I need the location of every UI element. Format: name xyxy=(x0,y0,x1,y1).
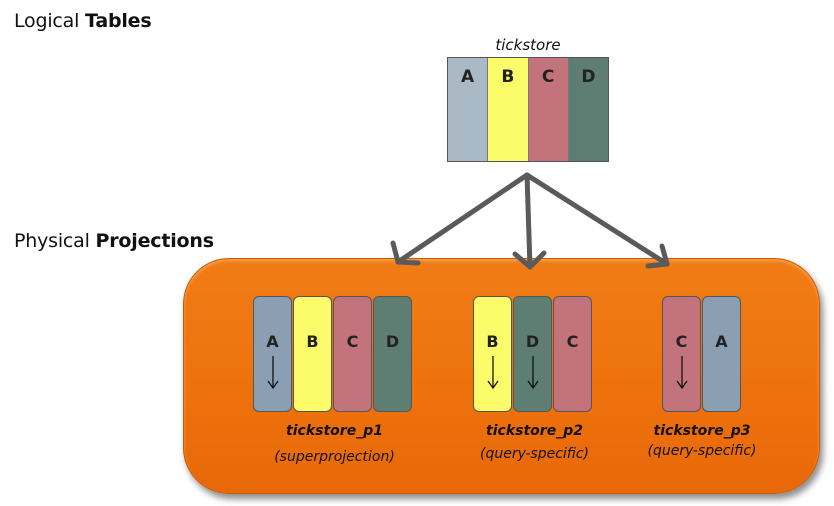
projection-column-a: A xyxy=(702,296,741,412)
projection-name-p2: tickstore_p2 xyxy=(486,423,583,439)
physical-projections-heading: Physical Projections xyxy=(14,230,214,252)
sort-order-arrow-icon xyxy=(266,356,279,390)
projection-column-b: B xyxy=(473,296,512,412)
logical-column-c: C xyxy=(528,58,569,161)
projection-column-label: B xyxy=(306,332,319,351)
projection-column-label: C xyxy=(346,332,359,351)
projection-type-p3: (query-specific) xyxy=(647,443,757,459)
projection-column-d: D xyxy=(513,296,552,412)
projection-column-a: A xyxy=(253,296,292,412)
projection-column-label: A xyxy=(715,332,728,351)
projection-type-p1: (superprojection) xyxy=(274,449,395,465)
arrow-to-p1 xyxy=(395,172,530,265)
projection-column-label: D xyxy=(525,332,540,351)
projection-name-p1: tickstore_p1 xyxy=(286,423,383,439)
projection-column-d: D xyxy=(373,296,412,412)
arrowhead-p3 xyxy=(645,243,670,269)
projection-column-label: C xyxy=(566,332,579,351)
logical-table: A B C D xyxy=(447,57,609,162)
projection-column-label: B xyxy=(486,332,499,351)
logical-tables-heading: Logical Tables xyxy=(14,10,152,32)
projection-column-b: B xyxy=(293,296,332,412)
logical-table-name: tickstore xyxy=(495,36,561,54)
arrow-to-p3 xyxy=(524,172,670,267)
projection-p1: A B C D xyxy=(253,296,412,412)
projection-column-c: C xyxy=(333,296,372,412)
logical-column-a: A xyxy=(448,58,489,161)
projection-name-p3: tickstore_p3 xyxy=(653,423,751,439)
arrow-to-p2 xyxy=(524,172,533,270)
projection-column-label: D xyxy=(385,332,400,351)
sort-order-arrow-icon xyxy=(526,356,539,390)
sort-order-arrow-icon xyxy=(486,356,499,390)
arrowhead-p1 xyxy=(390,240,421,266)
arrowhead-p2 xyxy=(512,250,547,270)
projection-column-c: C xyxy=(662,296,701,412)
logical-column-b: B xyxy=(488,58,529,161)
projection-type-p2: (query-specific) xyxy=(479,446,589,462)
projection-column-c: C xyxy=(553,296,592,412)
sort-order-arrow-icon xyxy=(675,356,688,390)
logical-column-d: D xyxy=(568,58,608,161)
projection-column-label: C xyxy=(675,332,688,351)
projection-column-label: A xyxy=(266,332,279,351)
